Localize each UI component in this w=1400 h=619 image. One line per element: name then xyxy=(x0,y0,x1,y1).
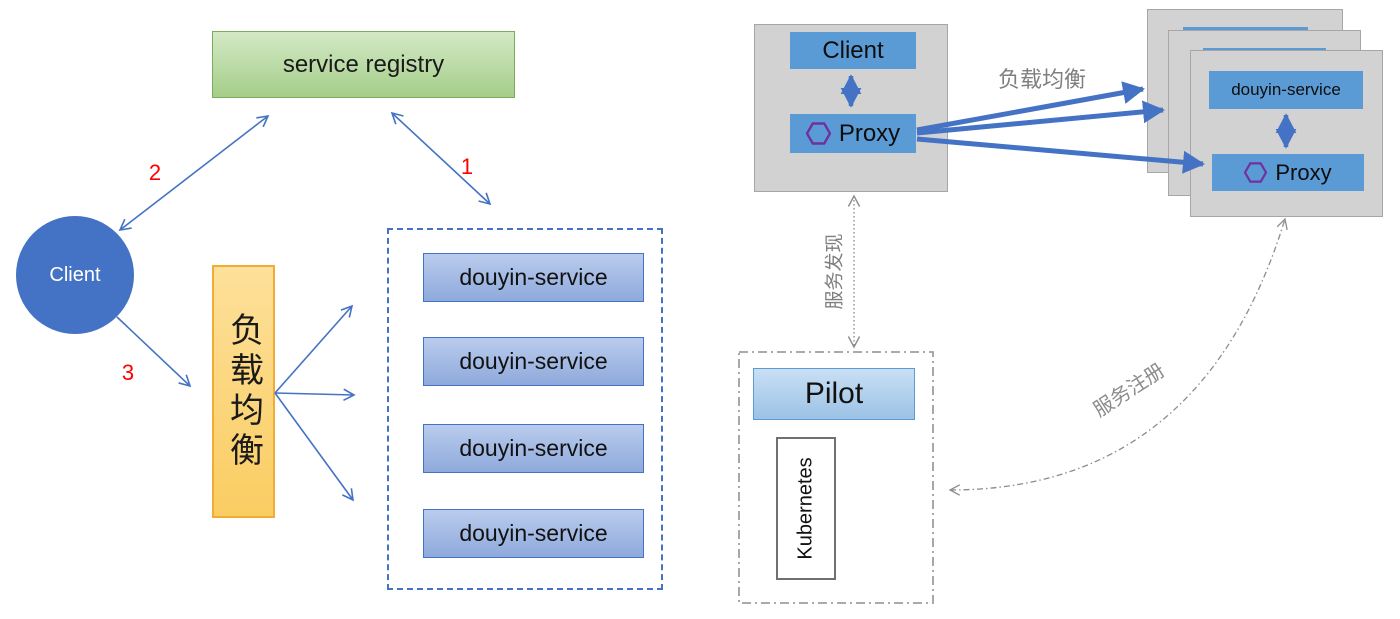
load-balance-label: 负载均衡 xyxy=(997,67,1086,92)
sidecar-client-label: Client xyxy=(822,36,884,64)
service-instance-label: douyin-service xyxy=(459,435,608,461)
client-label: Client xyxy=(49,263,101,286)
service-instance-box: douyin-service xyxy=(423,253,644,302)
service-registry-label: service registry xyxy=(282,50,445,78)
service-registration-label: 服务注册 xyxy=(1089,359,1169,422)
arrow-proxy-service-middle xyxy=(916,100,1165,136)
service-instance-box: douyin-service xyxy=(423,337,644,386)
hexagon-icon xyxy=(805,122,831,145)
service-panel-service-box: douyin-service xyxy=(1209,71,1363,109)
service-panel-proxy-label: Proxy xyxy=(1275,159,1332,185)
sidecar-client-panel: Client Proxy xyxy=(754,24,948,192)
hidden-service-box-edge xyxy=(1183,27,1308,32)
kubernetes-box: Kubernetes xyxy=(776,437,836,580)
service-panel-service-label: douyin-service xyxy=(1231,80,1341,99)
service-instance-label: douyin-service xyxy=(459,264,608,290)
step-label-2: 2 xyxy=(148,160,162,185)
sidecar-client-box: Client xyxy=(790,32,916,69)
sidecar-proxy-box: Proxy xyxy=(790,114,916,153)
load-balancer-label: 负载均衡 xyxy=(224,311,263,472)
service-instance-label: douyin-service xyxy=(459,348,608,374)
sidecar-proxy-label: Proxy xyxy=(838,119,901,147)
step-label-1: 1 xyxy=(460,154,474,179)
service-discovery-label-wrap: 服务发现 xyxy=(773,211,893,331)
service-registry-box: service registry xyxy=(212,31,515,98)
client-circle: Client xyxy=(16,216,134,334)
arrow-proxy-service-back xyxy=(916,81,1145,133)
service-registration-label-wrap: 服务注册 xyxy=(1068,359,1188,421)
arrow-loadbalancer-service-1 xyxy=(274,306,352,394)
service-panel-proxy-box: Proxy xyxy=(1212,154,1364,191)
pilot-label: Pilot xyxy=(804,377,864,410)
service-instance-box: douyin-service xyxy=(423,509,644,558)
hexagon-icon xyxy=(1244,162,1268,183)
service-instance-box: douyin-service xyxy=(423,424,644,473)
kubernetes-label: Kubernetes xyxy=(794,457,817,560)
arrow-service-registration xyxy=(950,219,1285,490)
arrow-loadbalancer-service-3 xyxy=(274,392,353,500)
service-cluster-container: douyin-service douyin-service douyin-ser… xyxy=(387,228,663,590)
service-discovery-label: 服务发现 xyxy=(824,232,846,310)
service-panel-front: douyin-service Proxy xyxy=(1190,50,1383,217)
step-label-3: 3 xyxy=(121,360,135,385)
load-balancer-box: 负载均衡 xyxy=(212,265,275,518)
service-instance-label: douyin-service xyxy=(459,520,608,546)
pilot-box: Pilot xyxy=(753,368,915,420)
arrow-loadbalancer-service-2 xyxy=(274,393,354,395)
